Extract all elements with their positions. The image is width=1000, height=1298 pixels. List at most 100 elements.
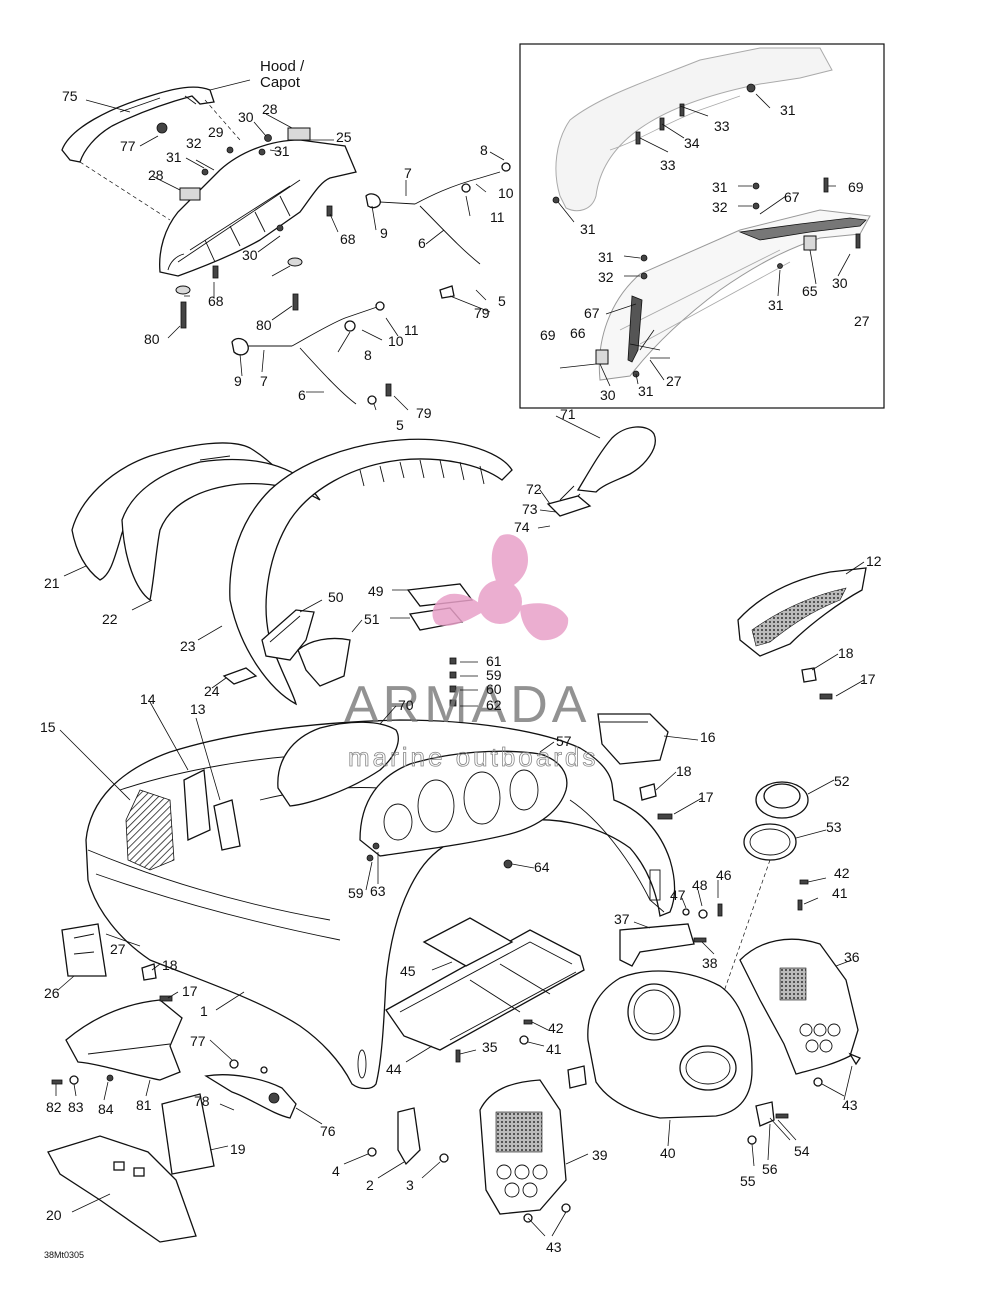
panel-part-14 [183,768,211,841]
part-label: 30 [832,275,848,291]
part-label: 61 [486,653,502,669]
part-label: 28 [148,167,164,183]
part-label: 4 [332,1163,340,1179]
hood-label-line1: Hood / [260,58,305,75]
hood-cover-part-75 [61,86,215,163]
part-label: 31 [580,221,596,237]
part-label: 18 [162,957,178,973]
part-label: 19 [230,1141,246,1157]
part-label: 18 [838,645,854,661]
part-label: 33 [714,118,730,134]
part-label: 32 [186,135,202,151]
part-label: 28 [262,101,278,117]
part-label: 63 [370,883,386,899]
part-label: 69 [848,179,864,195]
windshield-part-70 [277,721,399,807]
mirror-part-71 [576,426,656,493]
strap-part-76 [204,1074,297,1119]
part-label: 9 [380,225,388,241]
bracket-part-81 [65,999,183,1081]
part-label: 27 [666,373,682,389]
part-label: 10 [388,333,404,349]
cover-part-16 [597,713,669,765]
part-label: 71 [560,406,576,422]
part-label: 26 [44,985,60,1001]
part-label: 3 [406,1177,414,1193]
part-label: 67 [584,305,600,321]
gauge-cluster-part-57 [359,750,568,857]
part-label: 7 [404,165,412,181]
part-label: 35 [482,1039,498,1055]
part-label: 32 [598,269,614,285]
part-label: 11 [490,209,505,225]
leader-lines [55,79,865,1237]
part-label: 27 [110,941,126,957]
diagram-code: 38Mt0305 [44,1250,84,1260]
inset-detail-box [519,43,885,409]
propeller-logo-icon [432,534,569,641]
part-label: 60 [486,681,502,697]
part-label: 18 [676,763,692,779]
part-label: 62 [486,697,502,713]
part-label: 17 [860,671,876,687]
panel-part-23 [229,438,513,706]
part-label: 31 [780,102,796,118]
right-side-parts [567,781,861,1145]
part-label: 42 [548,1020,564,1036]
part-label: 77 [120,138,136,154]
part-label: 36 [844,949,860,965]
part-label: 56 [762,1161,778,1177]
plate-part-20 [47,1135,197,1243]
part-label: 76 [320,1123,336,1139]
part-label: 9 [234,373,242,389]
part-label: 72 [526,481,542,497]
part-label: 79 [474,305,490,321]
part-label: 41 [832,885,848,901]
part-label: 75 [62,88,78,104]
part-label: 30 [600,387,616,403]
part-label: 59 [486,667,502,683]
part-label: 69 [540,327,556,343]
plate-part-45 [422,917,514,967]
part-label: 13 [190,701,206,717]
part-label: 29 [208,124,224,140]
part-label: 68 [208,293,224,309]
part-label: 15 [40,719,56,735]
main-body [85,719,676,1090]
part-label: 31 [598,249,614,265]
part-label: 6 [418,235,426,251]
part-label: 78 [194,1093,210,1109]
part-label: 40 [660,1145,676,1161]
part-label: 8 [480,142,488,158]
part-label: 31 [768,297,784,313]
part-label: 24 [204,683,220,699]
part-label: 23 [180,638,196,654]
part-label: 33 [660,157,676,173]
part-label: 51 [364,611,380,627]
part-label: 27 [854,313,870,329]
part-label: 80 [256,317,272,333]
part-label: 54 [794,1143,810,1159]
part-label: 73 [522,501,538,517]
part-label: 48 [692,877,708,893]
plate-part-26 [61,923,107,977]
part-label: 53 [826,819,842,835]
bracket-part-2 [397,1107,421,1166]
hinge-part-28-left [179,187,201,201]
part-label: 50 [328,589,344,605]
part-label: 31 [274,143,290,159]
panel-part-13 [213,799,241,851]
shield-part-51 [297,637,351,687]
part-label: 22 [102,611,118,627]
part-label: 64 [534,859,550,875]
part-label: 70 [398,697,414,713]
part-label: 74 [514,519,530,535]
part-label: 55 [740,1173,756,1189]
grille-part-15 [125,789,175,871]
watermark-brand: ARMADA [344,676,590,734]
trim-part-24 [222,667,258,685]
part-label: 12 [866,553,882,569]
hinge-part-28-top [287,127,311,141]
part-label: 10 [498,185,514,201]
